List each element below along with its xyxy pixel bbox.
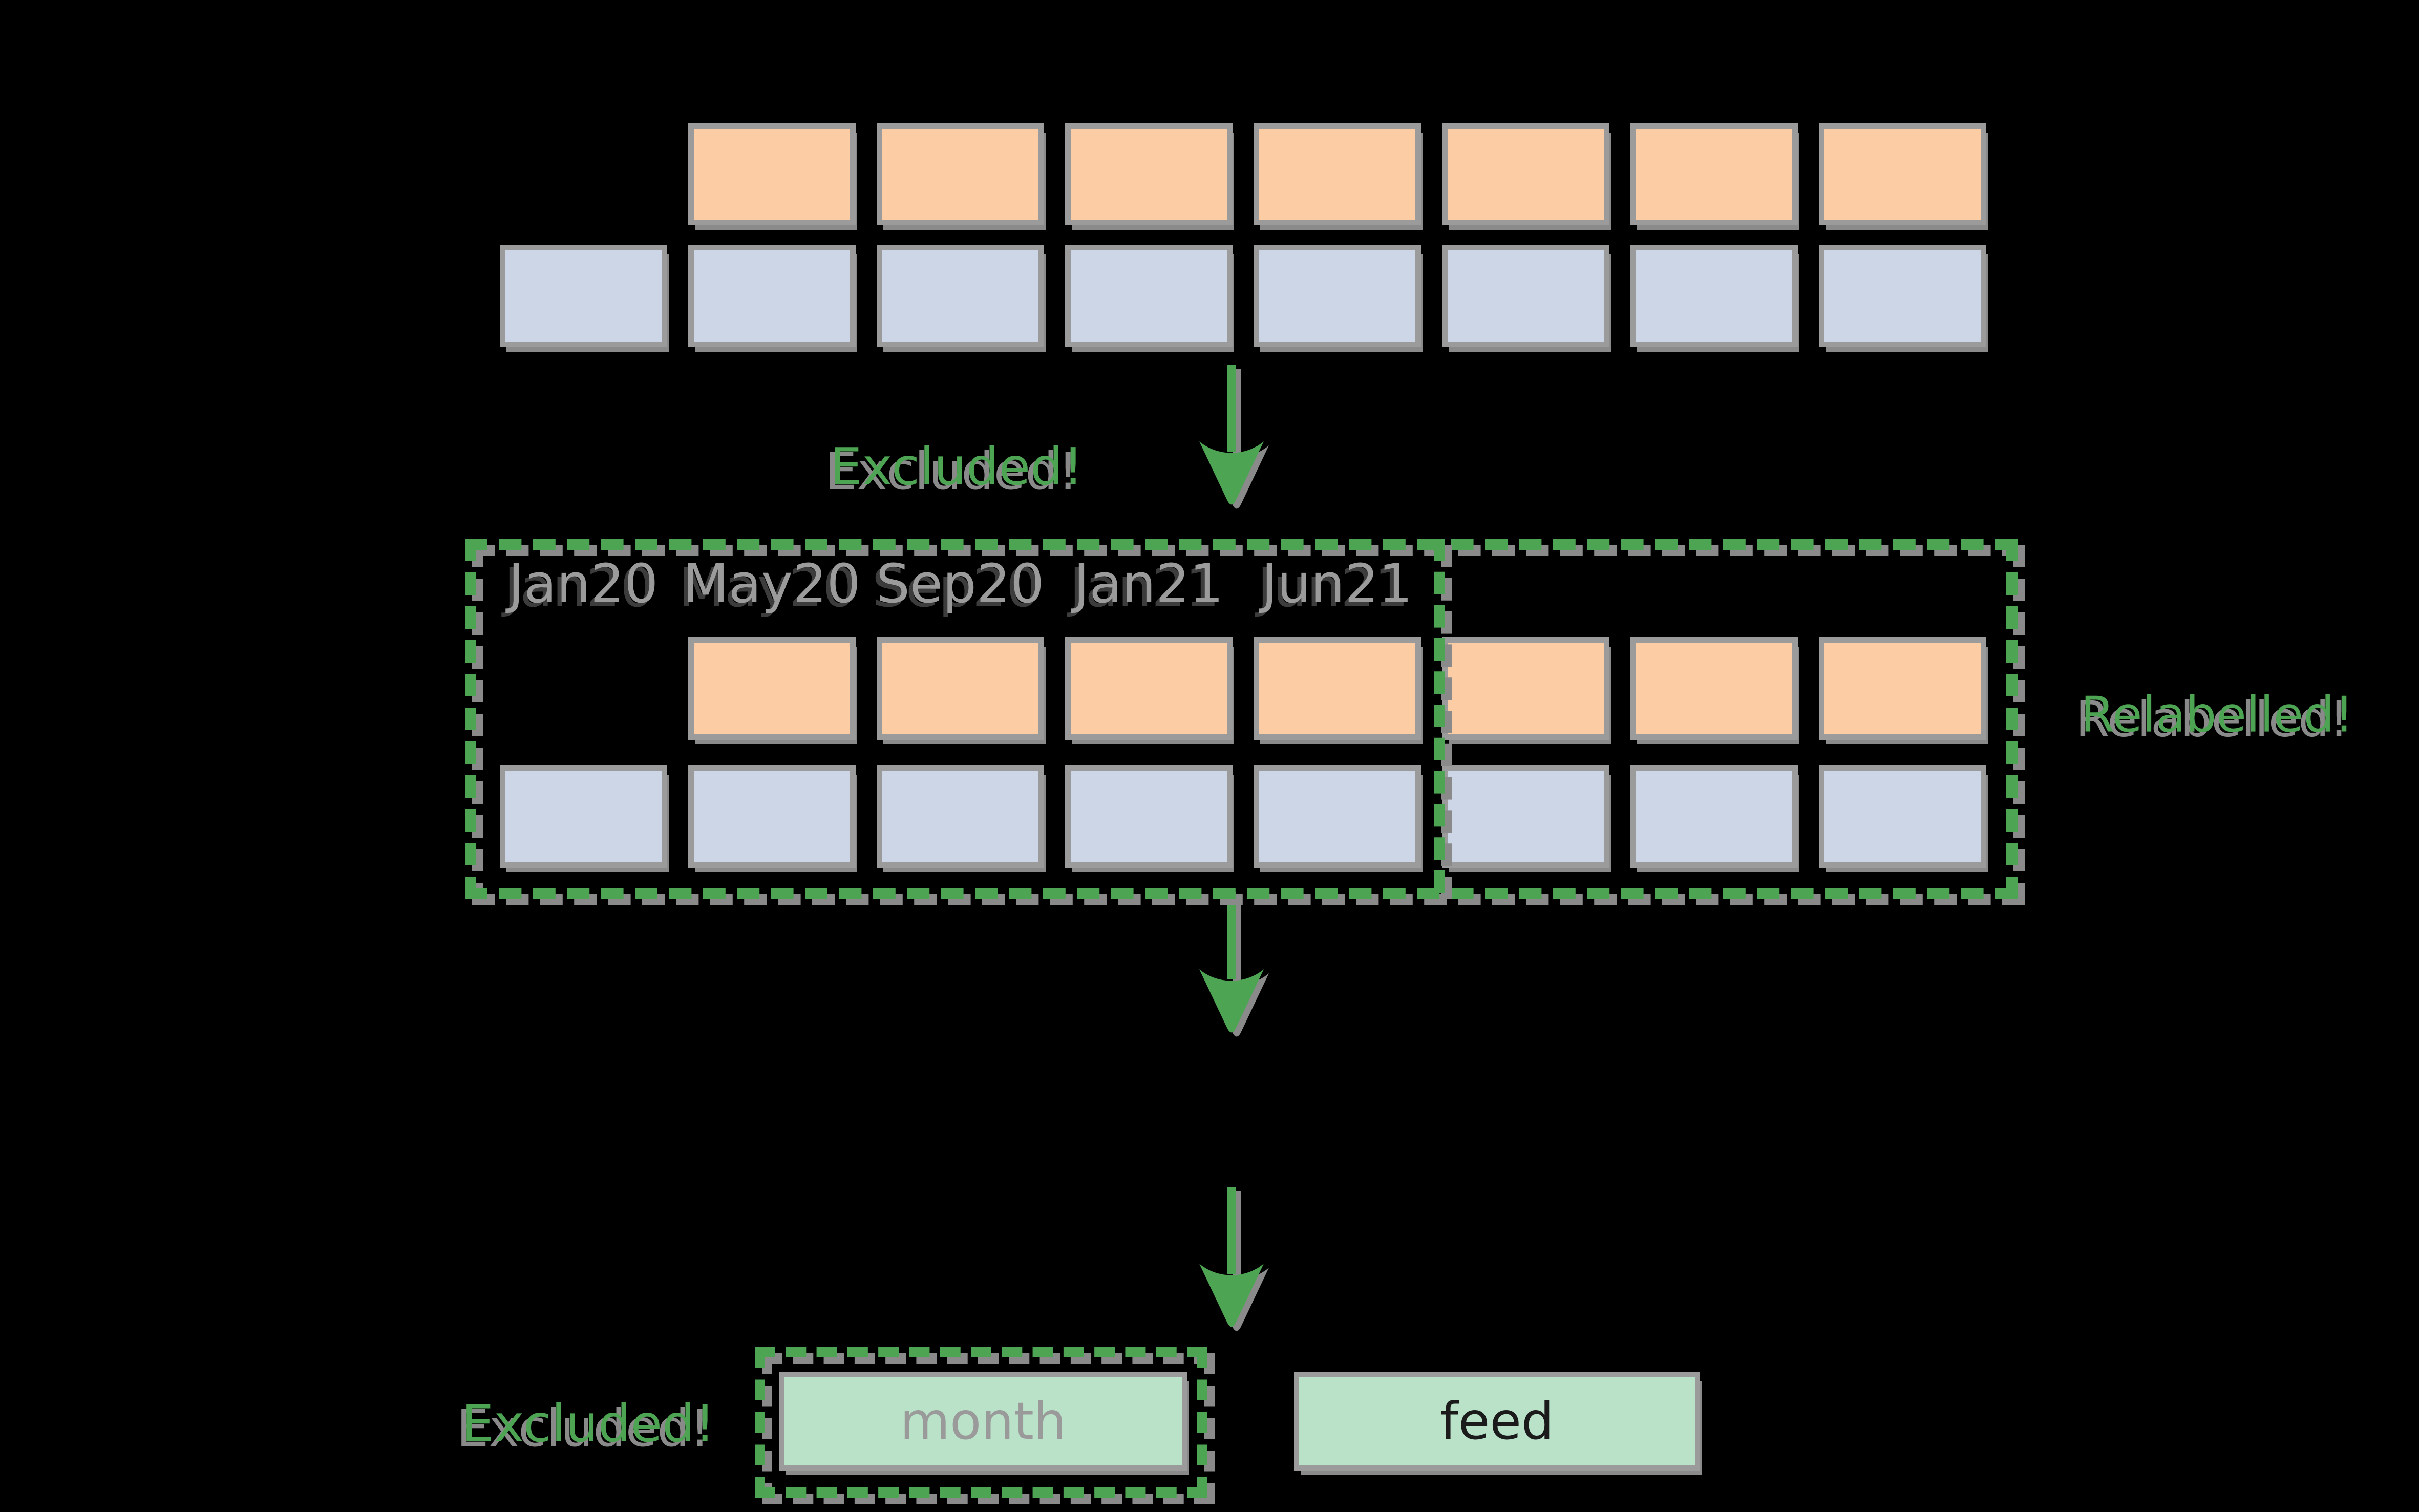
down-arrow-icon	[1199, 1187, 1269, 1331]
grid-cell-orange	[1065, 637, 1233, 740]
date-label: Sep20	[876, 552, 1045, 615]
grid-cell-blue	[1630, 245, 1798, 347]
grid-cell-blue	[1630, 765, 1798, 868]
grid-cell-orange	[688, 637, 856, 740]
grid-cell-blue	[1442, 245, 1609, 347]
grid-cell-orange	[688, 123, 856, 225]
relabelled-label: Relabelled!	[2081, 687, 2354, 743]
grid-cell-orange	[1254, 123, 1421, 225]
excluded-top-label: Excluded!	[830, 437, 1084, 497]
grid-cell-blue	[877, 245, 1044, 347]
grid-cell-blue	[1819, 245, 1986, 347]
grid-cell-orange	[1630, 123, 1798, 225]
feed-token-label: feed	[1440, 1391, 1554, 1451]
down-arrow-icon	[1199, 892, 1269, 1037]
excluded-token-outline	[755, 1347, 1207, 1498]
grid-cell-blue	[500, 245, 667, 347]
grid-cell-blue	[1254, 765, 1421, 868]
grid-cell-orange	[877, 637, 1044, 740]
month-token-box: month	[779, 1372, 1187, 1471]
excluded-bottom-label: Excluded!	[461, 1394, 715, 1454]
grid-cell-blue	[1819, 765, 1986, 868]
grid-cell-orange	[1442, 123, 1609, 225]
grid-cell-orange	[1630, 637, 1798, 740]
relabel-divider	[1434, 539, 1445, 893]
down-arrow-icon	[1199, 365, 1269, 509]
grid-cell-blue	[500, 765, 667, 868]
date-label: Jan21	[1073, 552, 1224, 615]
grid-cell-blue	[1065, 765, 1233, 868]
grid-cell-orange	[877, 123, 1044, 225]
grid-cell-blue	[1254, 245, 1421, 347]
grid-cell-orange	[1442, 637, 1609, 740]
grid-cell-blue	[1065, 245, 1233, 347]
excluded-region-outline	[465, 539, 2018, 899]
grid-cell-blue	[877, 765, 1044, 868]
date-label: Jan20	[508, 552, 659, 615]
date-label: Jun21	[1261, 552, 1413, 615]
feed-token-box: feed	[1294, 1372, 1700, 1471]
grid-cell-orange	[1065, 123, 1233, 225]
month-token-label: month	[900, 1391, 1067, 1451]
grid-cell-orange	[1819, 123, 1986, 225]
grid-cell-orange	[1819, 637, 1986, 740]
grid-cell-blue	[688, 245, 856, 347]
grid-cell-orange	[1254, 637, 1421, 740]
grid-cell-blue	[688, 765, 856, 868]
date-label: May20	[683, 552, 861, 615]
